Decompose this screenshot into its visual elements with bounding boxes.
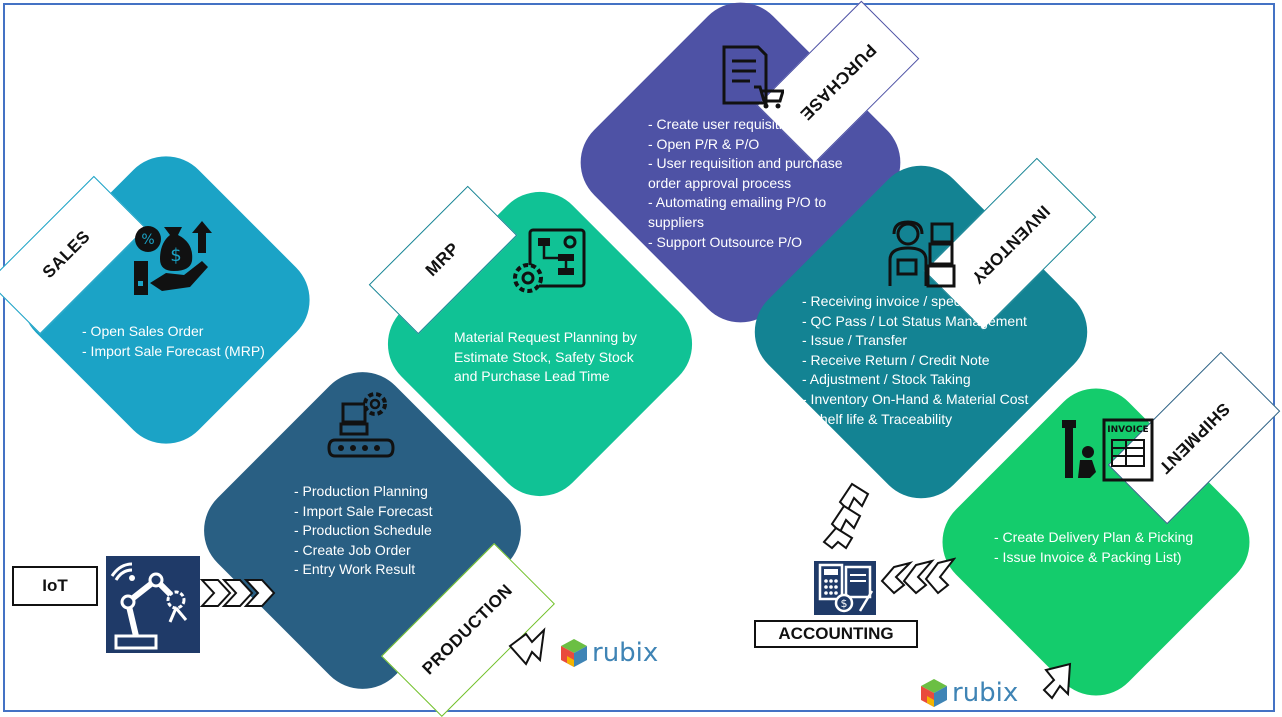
inventory-line: - Receiving invoice / special in [802,293,990,309]
rubix-logo-text: rubix [592,638,659,668]
mrp-line: Estimate Stock, Safety Stock [454,348,634,365]
mrp-line: Material Request Planning by [454,329,637,345]
production-line: - Create Job Order [294,541,411,558]
purchase-line: - Support Outsource P/O [648,233,803,250]
conveyor-gear-icon [325,390,397,465]
mrp-text: Material Request Planning by Estimate St… [454,328,637,387]
inventory-text: - Receiving invoice / special in - QC Pa… [802,292,1028,429]
purchase-line: order approval process [648,174,792,191]
chevron-left-arrows-icon [880,557,957,600]
robot-arm-icon [106,556,200,653]
mrp-line: and Purchase Lead Time [454,368,610,385]
page-frame [3,3,1275,712]
rubix-cube-icon [920,678,948,708]
inventory-line: - QC Pass / Lot Status Management [802,312,1027,329]
shipment-title: SHIPMENT [1155,399,1234,478]
inventory-line: - Shelf life & Traceability [802,410,953,427]
chevron-right-arrows-icon [199,578,276,613]
production-line: - Production Schedule [294,522,432,539]
inventory-line: - Receive Return / Credit Note [802,351,990,368]
svg-text:$: $ [841,597,848,610]
purchase-text: - Create user requisition - Open P/R & P… [648,115,843,252]
production-line: - Entry Work Result [294,561,416,578]
rubix-cube-icon [560,638,588,668]
sales-line: - Import Sale Forecast (MRP) [82,342,265,359]
purchase-line: suppliers [648,213,705,230]
shipment-arrow-icon [1032,660,1074,707]
money-bag-hand-icon: % $ [132,213,216,302]
sales-title: SALES [39,227,95,283]
inventory-line: - Inventory On-Hand & Material Cost [802,390,1029,407]
purchase-line: - Open P/R & P/O [648,135,760,152]
sales-line: - Open Sales Order [82,323,204,339]
production-arrow-icon [508,626,548,671]
accounting-label: ACCOUNTING [754,620,918,648]
shipment-line: - Issue Invoice & Packing List) [994,548,1182,565]
iot-label: IoT [12,566,98,606]
gear-flowchart-icon [508,228,588,305]
production-line: - Import Sale Forecast [294,502,433,519]
chevron-down-arrows-icon [818,482,882,555]
sales-text: - Open Sales Order - Import Sale Forecas… [82,322,265,361]
calculator-invoice-icon: $ [814,561,876,615]
worker-boxes-icon [888,220,958,295]
mrp-title: MRP [422,239,464,281]
purchase-line: - Automating emailing P/O to [648,194,827,211]
document-cart-icon [720,45,786,114]
inventory-line: - Issue / Transfer [802,332,908,349]
inventory-line: - Adjustment / Stock Taking [802,371,971,388]
rubix-logo-text: rubix [952,678,1019,708]
delivery-invoice-icon: INVOICE [1060,418,1156,489]
svg-text:$: $ [170,245,181,266]
shipment-text: - Create Delivery Plan & Picking - Issue… [994,528,1193,567]
rubix-logo-shipment: rubix [920,678,1018,708]
rubix-logo-production: rubix [560,638,658,668]
shipment-line: - Create Delivery Plan & Picking [994,529,1194,545]
invoice-word: INVOICE [1107,425,1148,435]
production-text: - Production Planning - Import Sale Fore… [294,482,433,580]
production-line: - Production Planning [294,483,428,499]
purchase-line: - User requisition and purchase [648,155,843,172]
svg-text:%: % [141,232,154,248]
purchase-line: - Create user requisition [648,116,798,132]
